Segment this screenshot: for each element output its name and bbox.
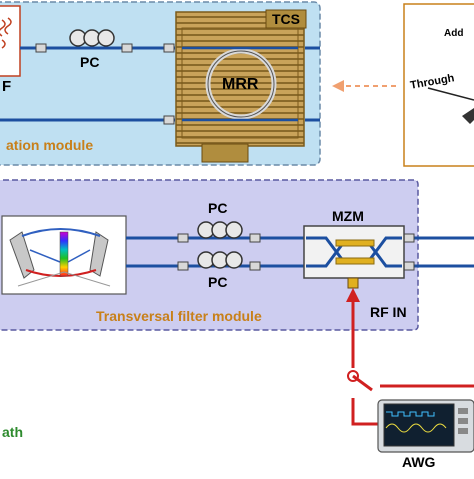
- pc-mid-2-label: PC: [208, 274, 228, 290]
- tcs-label: TCS: [272, 11, 300, 27]
- rf-in-label: RF IN: [370, 304, 407, 320]
- connector: [121, 43, 133, 53]
- connector: [163, 43, 175, 53]
- rf-switch-lever: [352, 374, 373, 392]
- top-module-label: ation module: [6, 137, 94, 153]
- connector: [177, 233, 189, 243]
- awg-button: [458, 408, 468, 414]
- left-partial-label: F: [2, 78, 12, 95]
- tcs-base: [201, 143, 249, 163]
- arrow-head-icon: [332, 80, 344, 92]
- connector: [249, 233, 261, 243]
- connector: [35, 43, 47, 53]
- mzm-electrode-top: [335, 239, 375, 247]
- mzm-electrode-bottom: [335, 257, 375, 265]
- waveshaper-optics-icon: [9, 228, 111, 287]
- polarization-controller-mid-1: [197, 221, 243, 239]
- transversal-module-label: Transversal filter module: [96, 308, 262, 324]
- polarization-controller-top: [69, 29, 115, 47]
- mzm-label: MZM: [332, 208, 364, 224]
- rf-line-to-awg: [351, 398, 380, 426]
- laser-wave-icon: [0, 17, 12, 49]
- rf-arrow-icon: [346, 288, 360, 302]
- inset-through-arrow-line: [427, 87, 474, 101]
- connector: [163, 115, 175, 125]
- awg-sine-wave: [385, 423, 447, 433]
- connector: [403, 261, 415, 271]
- polarization-controller-mid-2: [197, 251, 243, 269]
- pc-top-label: PC: [80, 54, 100, 70]
- connector: [177, 261, 189, 271]
- awg-square-wave: [386, 411, 435, 417]
- path-label: ath: [2, 424, 23, 440]
- mrr-label: MRR: [222, 76, 259, 93]
- pc-mid-1-label: PC: [208, 200, 228, 216]
- rf-port: [347, 277, 359, 289]
- mzm-modulator: [303, 225, 405, 279]
- tcs-tag: [265, 9, 307, 29]
- inset-add-label: Add: [444, 28, 464, 39]
- awg-button: [458, 428, 468, 434]
- connector: [249, 261, 261, 271]
- awg-button: [458, 418, 468, 424]
- inset-device-icon: [462, 108, 474, 124]
- connector: [403, 233, 415, 243]
- mrr-inset-box: [403, 3, 474, 167]
- awg-label: AWG: [402, 454, 436, 470]
